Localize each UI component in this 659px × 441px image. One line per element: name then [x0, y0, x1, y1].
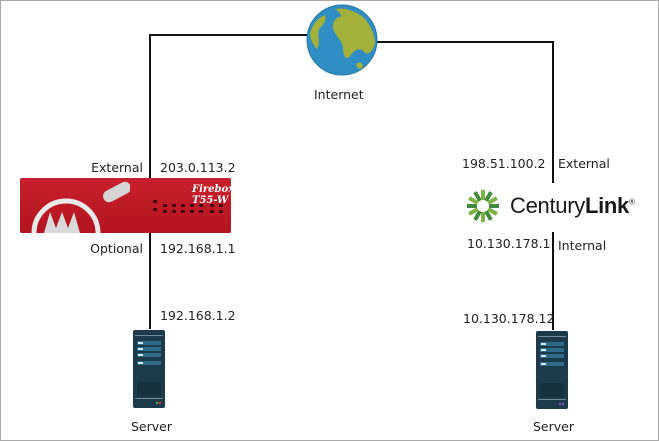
server-left-icon — [133, 330, 165, 408]
centurylink-internal-ip: 10.130.178.1 — [467, 236, 551, 251]
server-left-ip: 192.168.1.2 — [160, 308, 236, 323]
wire-centurylink-to-server — [552, 232, 554, 330]
server-right-ip: 10.130.178.12 — [463, 311, 555, 326]
globe-icon — [306, 4, 378, 76]
server-right-label: Server — [533, 419, 574, 434]
firebox-appliance: Firebox T55-W — [20, 178, 235, 233]
centurylink-trademark: ® — [628, 197, 635, 207]
centurylink-external-label: External — [558, 156, 610, 171]
firebox-optional-label: Optional — [90, 241, 143, 256]
centurylink-name-bold: Link — [584, 193, 629, 218]
wire-internet-to-centurylink-vertical — [552, 41, 554, 183]
watchguard-logo-icon — [31, 181, 130, 233]
server-right-icon — [536, 331, 568, 409]
centurylink-name-regular: Century — [510, 193, 585, 218]
internet-label: Internet — [314, 87, 364, 102]
centurylink-logo-text: CenturyLink® — [510, 193, 635, 219]
centurylink-external-ip: 198.51.100.2 — [462, 156, 546, 171]
centurylink-internal-label: Internal — [558, 238, 607, 253]
wire-firebox-to-server — [149, 233, 151, 329]
firebox-brand-text: Firebox T55-W — [192, 184, 235, 206]
firebox-optional-ip: 192.168.1.1 — [160, 241, 236, 256]
wire-internet-to-centurylink-horizontal — [375, 41, 554, 43]
firebox-external-label: External — [91, 160, 143, 175]
wire-internet-to-firebox-vertical — [149, 34, 151, 179]
wire-internet-to-firebox-horizontal — [149, 34, 309, 36]
server-left-label: Server — [131, 419, 172, 434]
firebox-external-ip: 203.0.113.2 — [160, 160, 236, 175]
centurylink-logo-icon — [467, 190, 499, 222]
